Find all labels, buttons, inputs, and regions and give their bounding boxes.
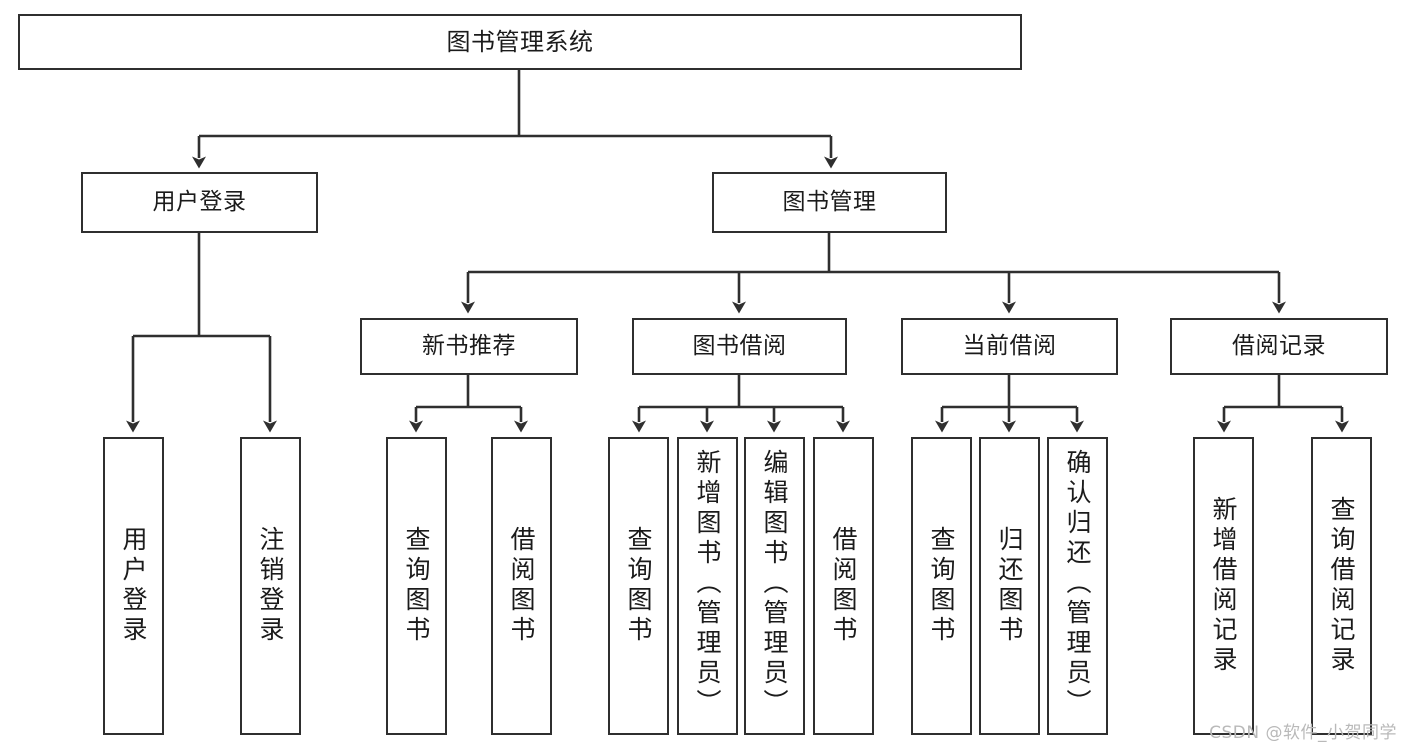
leaf-borrow-book-borrow[interactable]: 借阅图书: [813, 437, 874, 735]
leaf-confirm-return-admin-label: 确认归还（管理员）: [1063, 449, 1092, 719]
leaf-borrow-book-recommend-label: 借阅图书: [507, 526, 536, 646]
leaf-query-book-borrow[interactable]: 查询图书: [608, 437, 669, 735]
leaf-query-borrow-record[interactable]: 查询借阅记录: [1311, 437, 1372, 735]
node-book-management[interactable]: 图书管理: [712, 172, 947, 233]
node-new-book-recommend-label: 新书推荐: [422, 332, 516, 359]
leaf-query-book-current-label: 查询图书: [927, 526, 956, 646]
leaf-query-book-recommend-label: 查询图书: [402, 526, 431, 646]
node-new-book-recommend[interactable]: 新书推荐: [360, 318, 578, 375]
leaf-query-borrow-record-label: 查询借阅记录: [1327, 496, 1356, 676]
leaf-user-login[interactable]: 用户登录: [103, 437, 164, 735]
leaf-user-login-label: 用户登录: [119, 526, 148, 646]
node-root-label: 图书管理系统: [446, 27, 594, 56]
leaf-return-book-label: 归还图书: [995, 526, 1024, 646]
node-current-borrow[interactable]: 当前借阅: [901, 318, 1118, 375]
leaf-add-book-admin[interactable]: 新增图书（管理员）: [677, 437, 738, 735]
leaf-query-book-borrow-label: 查询图书: [624, 526, 653, 646]
node-book-management-label: 图书管理: [782, 188, 877, 215]
node-current-borrow-label: 当前借阅: [962, 332, 1057, 359]
leaf-logout-label: 注销登录: [256, 526, 285, 646]
node-root[interactable]: 图书管理系统: [18, 14, 1022, 70]
leaf-edit-book-admin[interactable]: 编辑图书（管理员）: [744, 437, 805, 735]
leaf-query-book-current[interactable]: 查询图书: [911, 437, 972, 735]
leaf-add-book-admin-label: 新增图书（管理员）: [693, 449, 722, 719]
node-user-login[interactable]: 用户登录: [81, 172, 318, 233]
leaf-add-borrow-record[interactable]: 新增借阅记录: [1193, 437, 1254, 735]
node-user-login-label: 用户登录: [152, 188, 247, 215]
node-borrow-record-label: 借阅记录: [1232, 332, 1326, 359]
node-book-borrow-label: 图书借阅: [692, 332, 787, 359]
leaf-confirm-return-admin[interactable]: 确认归还（管理员）: [1047, 437, 1108, 735]
leaf-borrow-book-recommend[interactable]: 借阅图书: [491, 437, 552, 735]
leaf-borrow-book-borrow-label: 借阅图书: [829, 526, 858, 646]
leaf-return-book[interactable]: 归还图书: [979, 437, 1040, 735]
node-book-borrow[interactable]: 图书借阅: [632, 318, 847, 375]
leaf-edit-book-admin-label: 编辑图书（管理员）: [760, 449, 789, 719]
leaf-query-book-recommend[interactable]: 查询图书: [386, 437, 447, 735]
node-borrow-record[interactable]: 借阅记录: [1170, 318, 1388, 375]
leaf-logout[interactable]: 注销登录: [240, 437, 301, 735]
watermark: CSDN @软件_小贺同学: [1209, 723, 1397, 743]
leaf-add-borrow-record-label: 新增借阅记录: [1209, 496, 1238, 676]
